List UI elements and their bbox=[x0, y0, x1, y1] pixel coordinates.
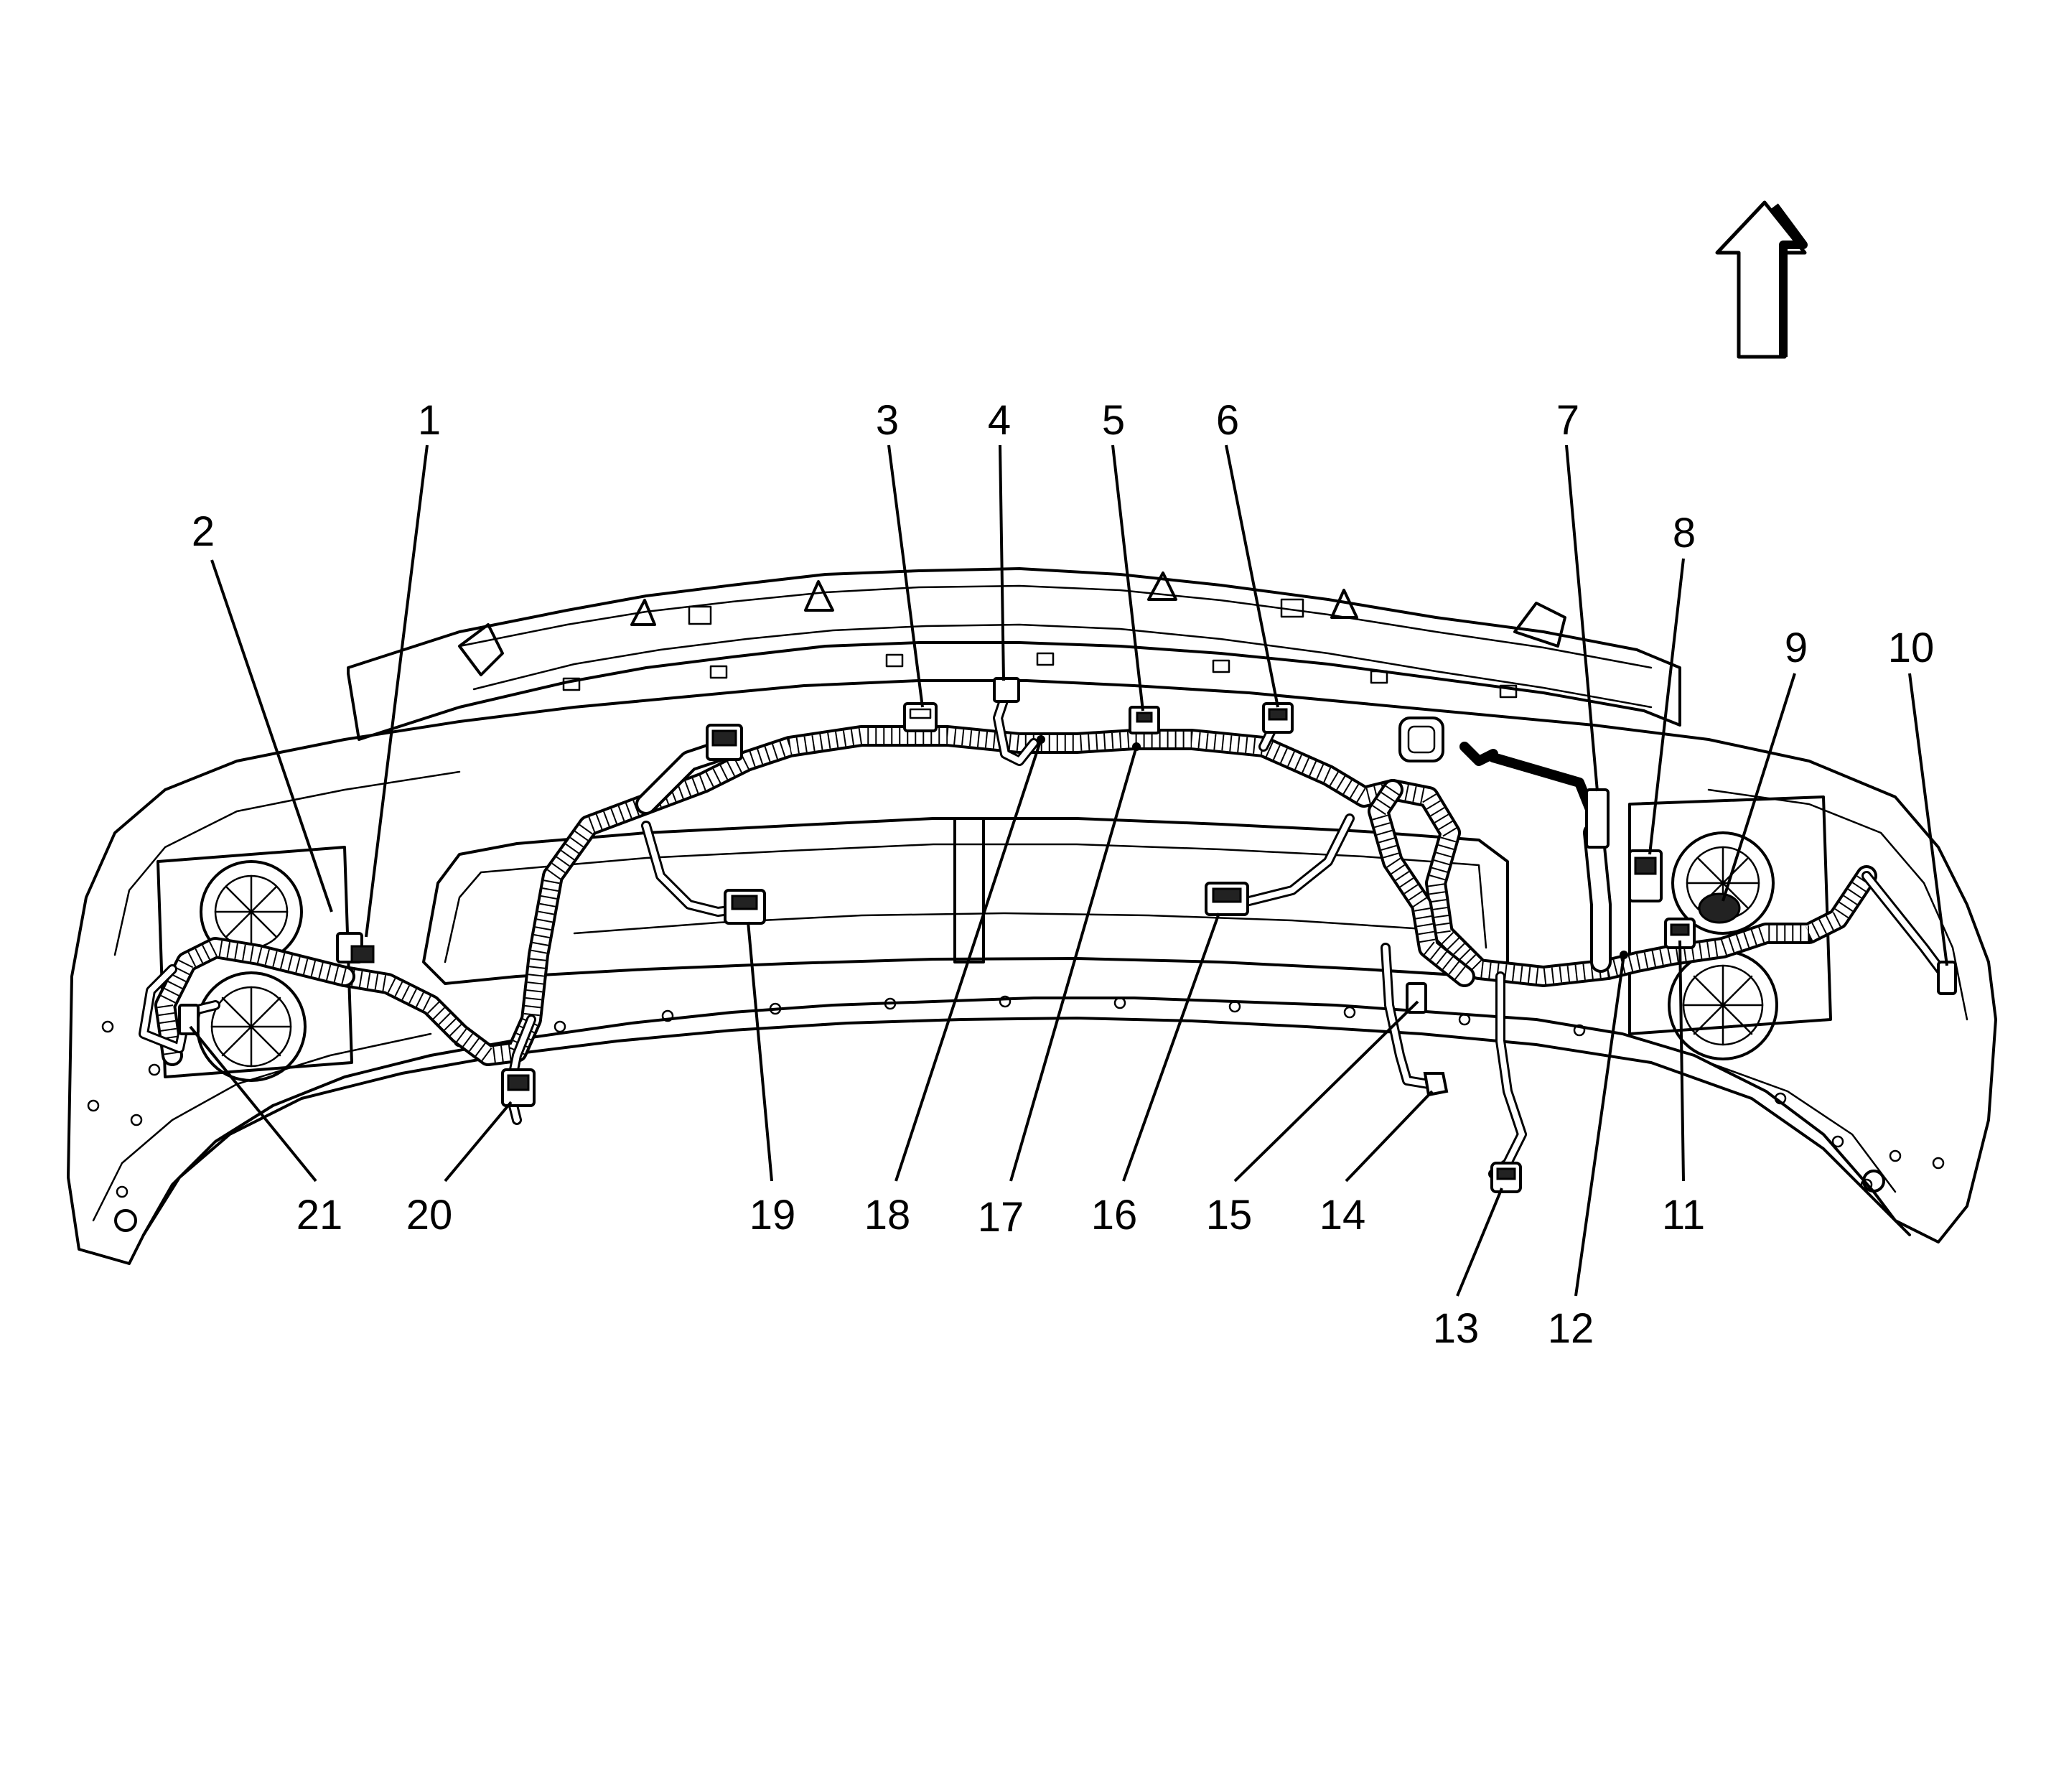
callout-20: 20 bbox=[406, 1192, 453, 1238]
callout-16: 16 bbox=[1091, 1192, 1138, 1238]
callout-1: 1 bbox=[418, 397, 441, 444]
callout-18: 18 bbox=[864, 1192, 911, 1238]
callout-8: 8 bbox=[1673, 510, 1696, 556]
callout-17: 17 bbox=[978, 1194, 1024, 1241]
callout-10: 10 bbox=[1888, 625, 1935, 671]
callout-11: 11 bbox=[1662, 1192, 1705, 1238]
wiring-harness bbox=[139, 691, 1951, 1179]
callout-15: 15 bbox=[1206, 1192, 1253, 1238]
callout-13: 13 bbox=[1433, 1305, 1480, 1352]
callout-14: 14 bbox=[1319, 1192, 1366, 1238]
connectors bbox=[178, 677, 1957, 1193]
callout-9: 9 bbox=[1785, 625, 1808, 671]
callout-6: 6 bbox=[1216, 397, 1239, 444]
callout-7: 7 bbox=[1556, 397, 1579, 444]
leader-lines bbox=[189, 444, 1948, 1297]
callout-21: 21 bbox=[296, 1192, 343, 1238]
callout-2: 2 bbox=[192, 508, 215, 555]
up-arrow-icon bbox=[1715, 200, 1808, 359]
callout-5: 5 bbox=[1102, 397, 1125, 444]
callout-19: 19 bbox=[749, 1192, 796, 1238]
callout-4: 4 bbox=[988, 397, 1011, 444]
callout-labels: 1 2 3 4 5 6 7 8 9 10 11 12 13 14 15 16 1… bbox=[192, 397, 1934, 1352]
callout-3: 3 bbox=[876, 397, 899, 444]
callout-12: 12 bbox=[1548, 1305, 1594, 1352]
